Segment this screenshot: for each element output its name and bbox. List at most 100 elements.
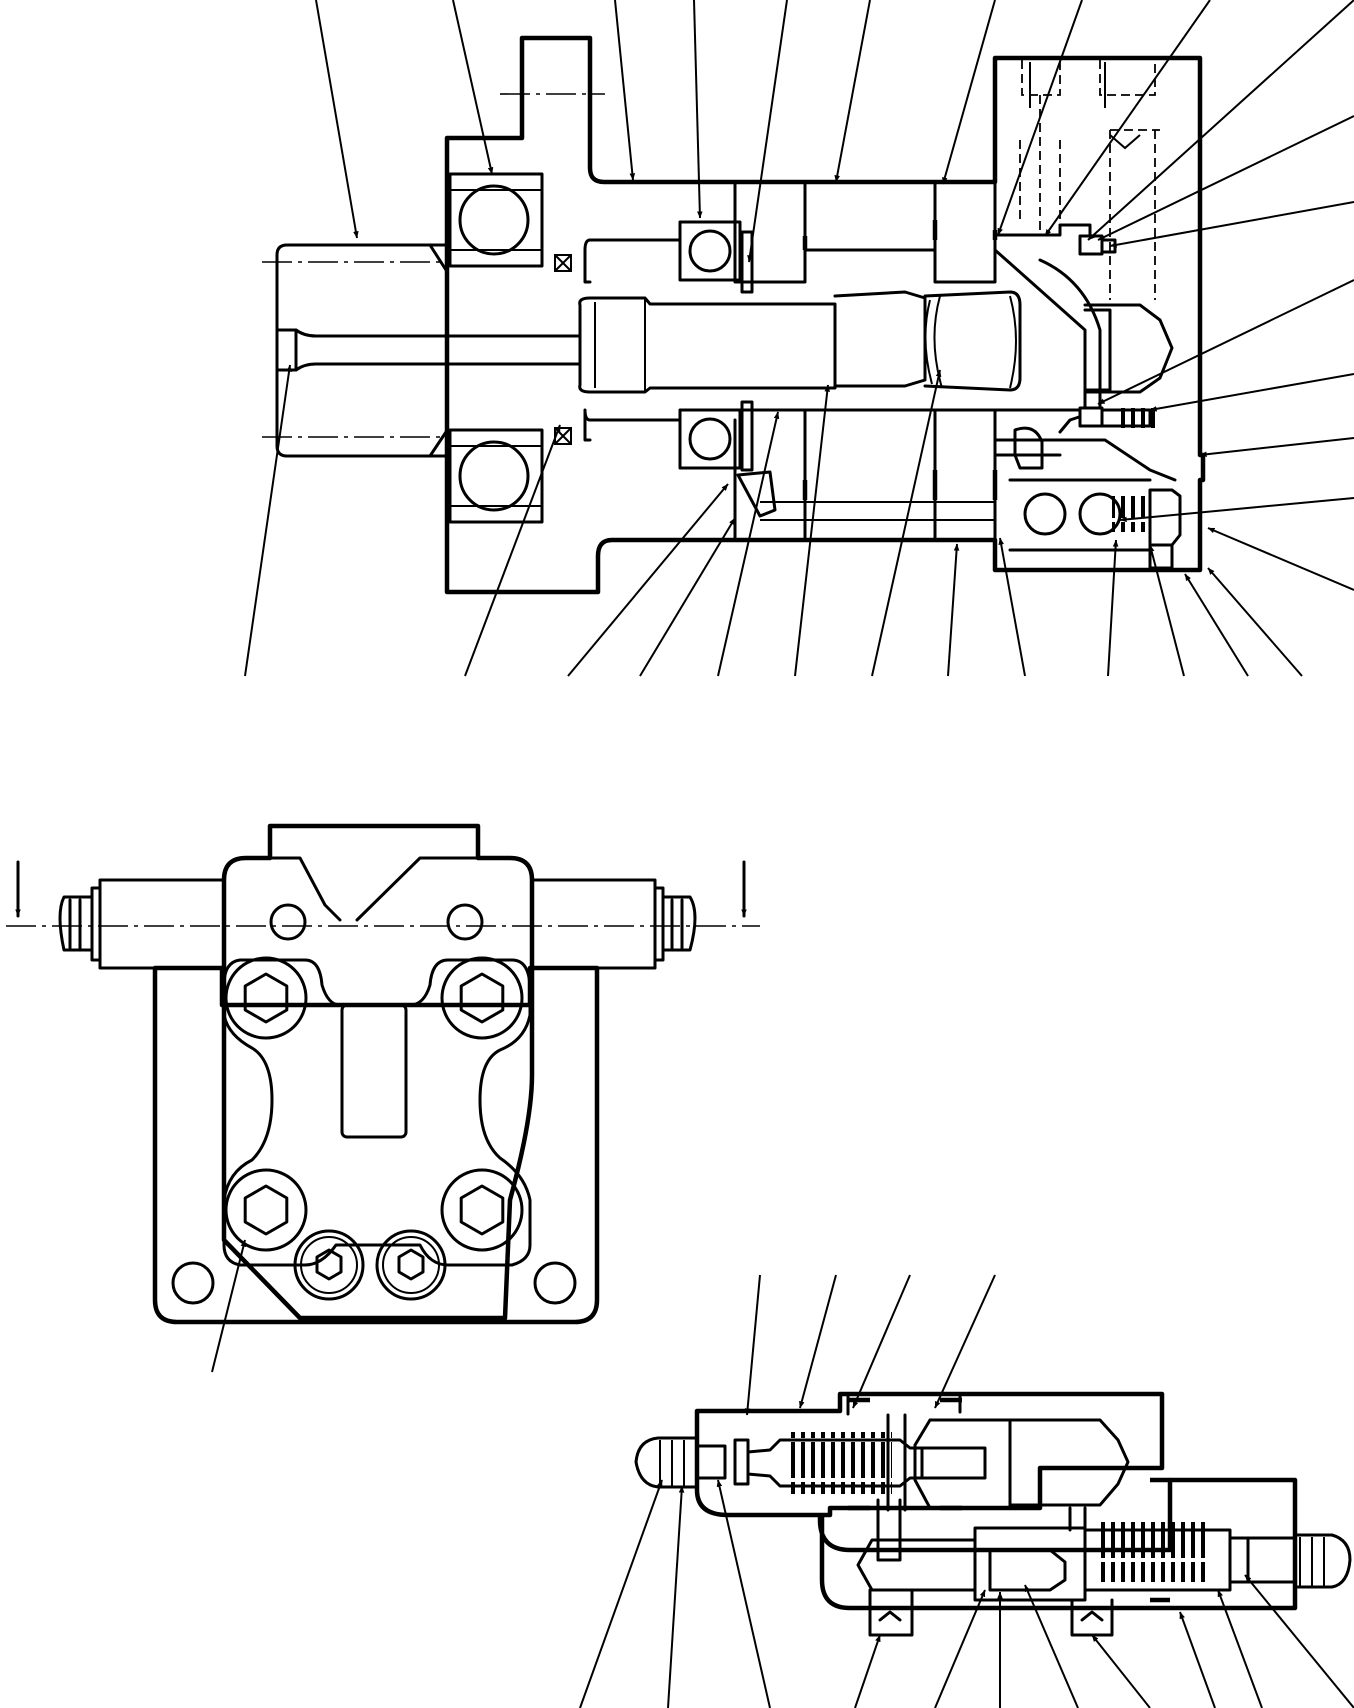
top-leader-4 — [693, 0, 703, 219]
gear-housing-upper — [733, 180, 997, 284]
locknut-left — [733, 1438, 750, 1486]
top-leader-7 — [942, 0, 996, 185]
inner-seat — [1083, 308, 1112, 392]
top-leader-6 — [834, 0, 871, 183]
top-leader-9 — [1044, 0, 1211, 237]
valve-cap-left — [634, 1436, 699, 1489]
bottom-leader-3 — [567, 483, 729, 677]
end-view-body — [221, 823, 535, 1321]
callout-leader-bolt — [211, 1239, 247, 1373]
upper-oring-grooves — [846, 1392, 962, 1416]
drain-passage — [736, 470, 777, 518]
valve-top-leader-2 — [799, 1274, 837, 1409]
bottom-leader-11 — [1148, 544, 1185, 677]
rear-bearing-bottom — [678, 408, 742, 470]
adjust-screw-right — [1246, 1536, 1297, 1584]
top-leader-10 — [1087, 0, 1354, 241]
bottom-plug-right — [1070, 1606, 1114, 1637]
bolt-head-1 — [224, 956, 308, 1040]
pump-cross-section — [262, 35, 1206, 595]
bottom-leader-8 — [947, 543, 960, 677]
plug-flange — [1148, 543, 1174, 570]
port-hidden-left — [1019, 60, 1061, 230]
front-bearing-top — [448, 172, 544, 268]
shaft-bore — [275, 328, 582, 372]
valve-top-leader-4 — [934, 1274, 996, 1409]
pilot-poppet-lower — [988, 1548, 1067, 1592]
port-thread — [1029, 62, 1141, 150]
lower-plug-body — [856, 1538, 977, 1592]
valve-top-leader-3 — [852, 1274, 911, 1409]
spring-lower — [1095, 1518, 1207, 1582]
valve-bottom-leader-10 — [1217, 1589, 1263, 1708]
valve-bottom-leader-7 — [1024, 1584, 1079, 1708]
bolt-head-4 — [440, 1168, 524, 1252]
port-hidden-right — [1099, 60, 1160, 300]
hex-plug-left — [293, 1229, 365, 1301]
screw-lower — [1078, 406, 1156, 428]
valve-bottom-leader-8 — [1091, 1634, 1151, 1708]
gear-teeth-lines — [924, 295, 1017, 389]
passage-lines — [760, 501, 995, 521]
inner-bore — [583, 238, 737, 442]
fitting-right — [530, 878, 697, 970]
bottom-leader-7 — [871, 369, 942, 677]
check-bore — [1008, 478, 1152, 552]
fitting-left-thread — [68, 898, 82, 950]
end-view-chamfer-right — [355, 856, 514, 922]
plug-bores — [868, 1588, 1114, 1610]
drive-shaft — [275, 243, 449, 458]
top-leader-2 — [452, 0, 494, 175]
bolt-head-3 — [224, 1168, 308, 1252]
spring-seat-upper — [886, 1413, 907, 1512]
adjust-screw-left — [695, 1444, 727, 1480]
hex-plug-right — [375, 1229, 447, 1301]
cover-bolts — [224, 956, 524, 1252]
valve-bottom-leader-4 — [854, 1634, 881, 1708]
coupling-body — [833, 290, 927, 388]
callout-leaders-right — [1119, 373, 1354, 591]
right-leader-4 — [1207, 527, 1354, 591]
top-leader-11 — [1097, 115, 1354, 241]
rear-bearing-top — [678, 220, 742, 282]
callout-leaders-valve-bottom — [579, 1479, 1354, 1708]
coupling-spline-end — [923, 290, 1022, 392]
valve-body-upper — [694, 1391, 1165, 1518]
right-leader-3 — [1119, 497, 1354, 523]
top-leader-3 — [614, 0, 636, 181]
coupling-shaft — [578, 296, 837, 394]
check-spring — [1112, 496, 1148, 532]
hex-socket-right — [397, 1248, 425, 1281]
end-view-cap — [268, 824, 480, 860]
retaining-ring — [740, 230, 754, 472]
cover-plate — [222, 958, 532, 1267]
callout-leaders-bottom-upper — [244, 364, 1303, 677]
bottom-leader-1 — [244, 364, 292, 677]
top-leader-12 — [1109, 201, 1354, 248]
spring-guide-lower — [1083, 1528, 1232, 1592]
bottom-leader-5 — [717, 411, 780, 677]
check-seat — [1013, 426, 1044, 470]
name-plate — [340, 1003, 408, 1139]
upper-orings — [848, 1397, 962, 1511]
flange-hole-left — [171, 1261, 215, 1305]
bottom-leader-12 — [1184, 573, 1249, 677]
pilot-seat-upper — [913, 1418, 1012, 1510]
shaft-seal-top — [554, 254, 572, 272]
bottom-leader-10 — [1107, 539, 1119, 677]
dowel-hole-left — [269, 903, 307, 941]
valve-top-leader-1 — [744, 1274, 761, 1416]
screw-upper — [1078, 234, 1117, 256]
check-ball-left — [1023, 492, 1067, 536]
valve-bottom-leader-9 — [1179, 1611, 1216, 1708]
relief-valve-section — [634, 1391, 1352, 1637]
hex-socket-left — [315, 1248, 343, 1281]
connecting-passage — [1068, 1506, 1087, 1532]
end-view-chamfer-left — [243, 856, 342, 922]
valve-bottom-leader-5 — [934, 1589, 986, 1708]
main-poppet-upper — [1008, 1418, 1130, 1507]
bottom-leader-4 — [639, 517, 736, 677]
locknut-right — [1228, 1536, 1250, 1584]
control-piston — [1083, 303, 1174, 394]
pump-end-view — [6, 823, 760, 1373]
